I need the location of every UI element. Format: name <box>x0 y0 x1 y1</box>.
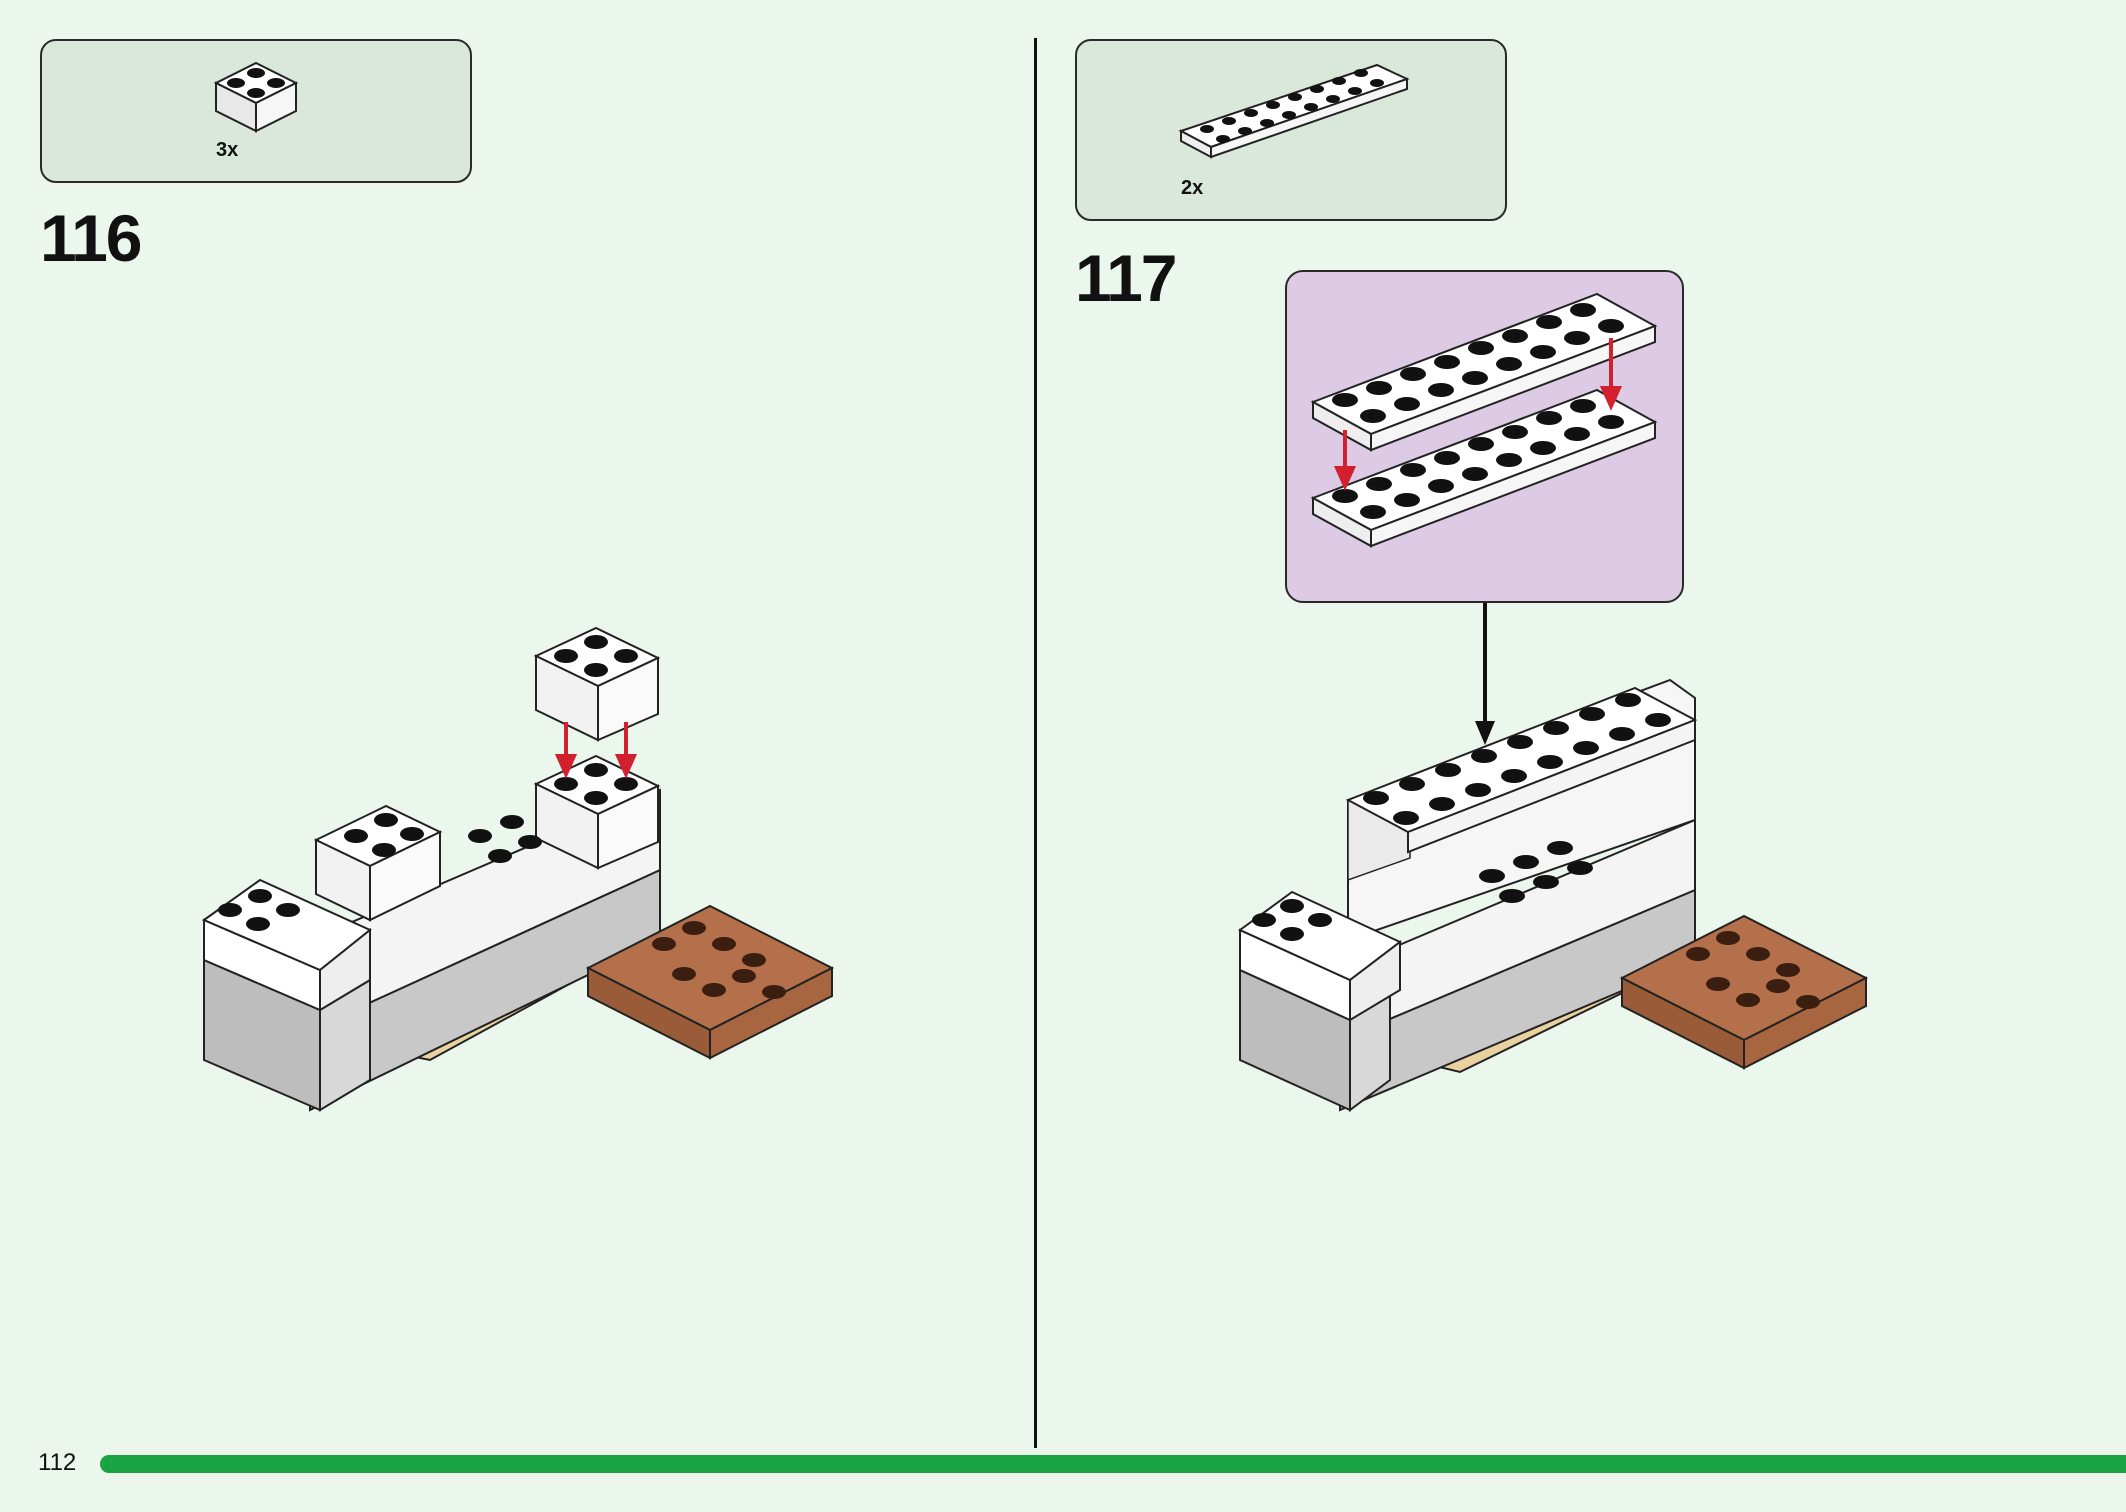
sub-assembly-callout <box>1285 270 1684 603</box>
page-divider <box>1034 38 1037 1448</box>
assembly-illustration-step-117 <box>1238 678 1869 1112</box>
callout-arrow <box>1475 603 1495 745</box>
page-number: 112 <box>38 1449 77 1476</box>
stacked-plates-illustration <box>1310 292 1658 548</box>
part-quantity: 2x <box>1181 177 1204 199</box>
step-number: 117 <box>1075 241 1177 315</box>
plate-1x8-icon <box>1178 63 1410 159</box>
part-quantity: 3x <box>216 139 239 161</box>
assembly-illustration-step-116 <box>201 626 835 1112</box>
brick-2x2-icon <box>213 61 299 133</box>
parts-box-step-117: 2x <box>1075 39 1507 221</box>
parts-box-step-116: 3x <box>40 39 472 183</box>
step-number: 116 <box>40 201 142 275</box>
progress-bar <box>100 1455 2126 1473</box>
